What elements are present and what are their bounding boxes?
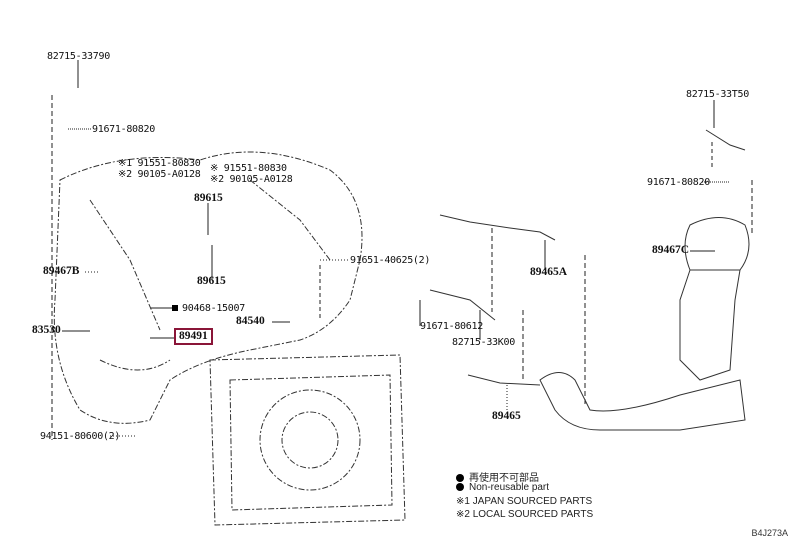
part-label-89465[interactable]: 89465 <box>492 410 521 422</box>
part-label-91671-80820[interactable]: 91671-80820 <box>92 124 155 135</box>
legend-note-2: ※2 LOCAL SOURCED PARTS <box>456 509 594 520</box>
part-label-89491-highlighted[interactable]: 89491 <box>174 328 213 345</box>
legend-jp-nonreusable: 再使用不可部品 <box>456 469 539 484</box>
dot-icon <box>456 483 464 491</box>
part-label-91671-80820-right[interactable]: 91671-80820 <box>647 177 710 188</box>
figure-code: B4J273A <box>751 528 788 538</box>
part-label-91551-80830-jp[interactable]: ※1 91551-80830 <box>118 158 201 169</box>
engine-outline <box>53 151 406 526</box>
part-label-82715-33790[interactable]: 82715-33790 <box>47 51 110 62</box>
dot-icon <box>456 474 464 482</box>
part-label-91671-80612[interactable]: 91671-80612 <box>420 321 483 332</box>
part-label-89467b[interactable]: 89467B <box>43 265 80 277</box>
part-label-89615-lower[interactable]: 89615 <box>197 275 226 287</box>
part-label-91651-40625[interactable]: 91651-40625(2) <box>350 255 431 266</box>
legend-text: 再使用不可部品 <box>469 473 539 484</box>
part-label-82715-33t50[interactable]: 82715-33T50 <box>686 89 749 100</box>
part-label-90105-a0128-local-2[interactable]: ※2 90105-A0128 <box>210 174 293 185</box>
part-label-91551-80830-jp-2[interactable]: ※ 91551-80830 <box>210 163 287 174</box>
legend-nonreusable: Non-reusable part <box>456 482 549 493</box>
part-label-84540[interactable]: 84540 <box>236 315 265 327</box>
part-label-83530[interactable]: 83530 <box>32 324 61 336</box>
leader-lines <box>51 60 753 440</box>
part-label-94151-80600[interactable]: 94151-80600(2) <box>40 431 121 442</box>
part-label-90105-a0128-local[interactable]: ※2 90105-A0128 <box>118 169 201 180</box>
part-label-82715-33k00[interactable]: 82715-33K00 <box>452 337 515 348</box>
part-label-90468-15007[interactable]: 90468-15007 <box>182 303 245 314</box>
legend-text: Non-reusable part <box>469 482 550 493</box>
part-label-89467c[interactable]: 89467C <box>652 244 690 256</box>
legend-note-1: ※1 JAPAN SOURCED PARTS <box>456 496 593 507</box>
part-label-89465a[interactable]: 89465A <box>530 266 568 278</box>
nonreusable-dot <box>172 305 178 311</box>
exhaust-outline <box>429 129 750 431</box>
part-label-89615-upper[interactable]: 89615 <box>194 192 223 204</box>
